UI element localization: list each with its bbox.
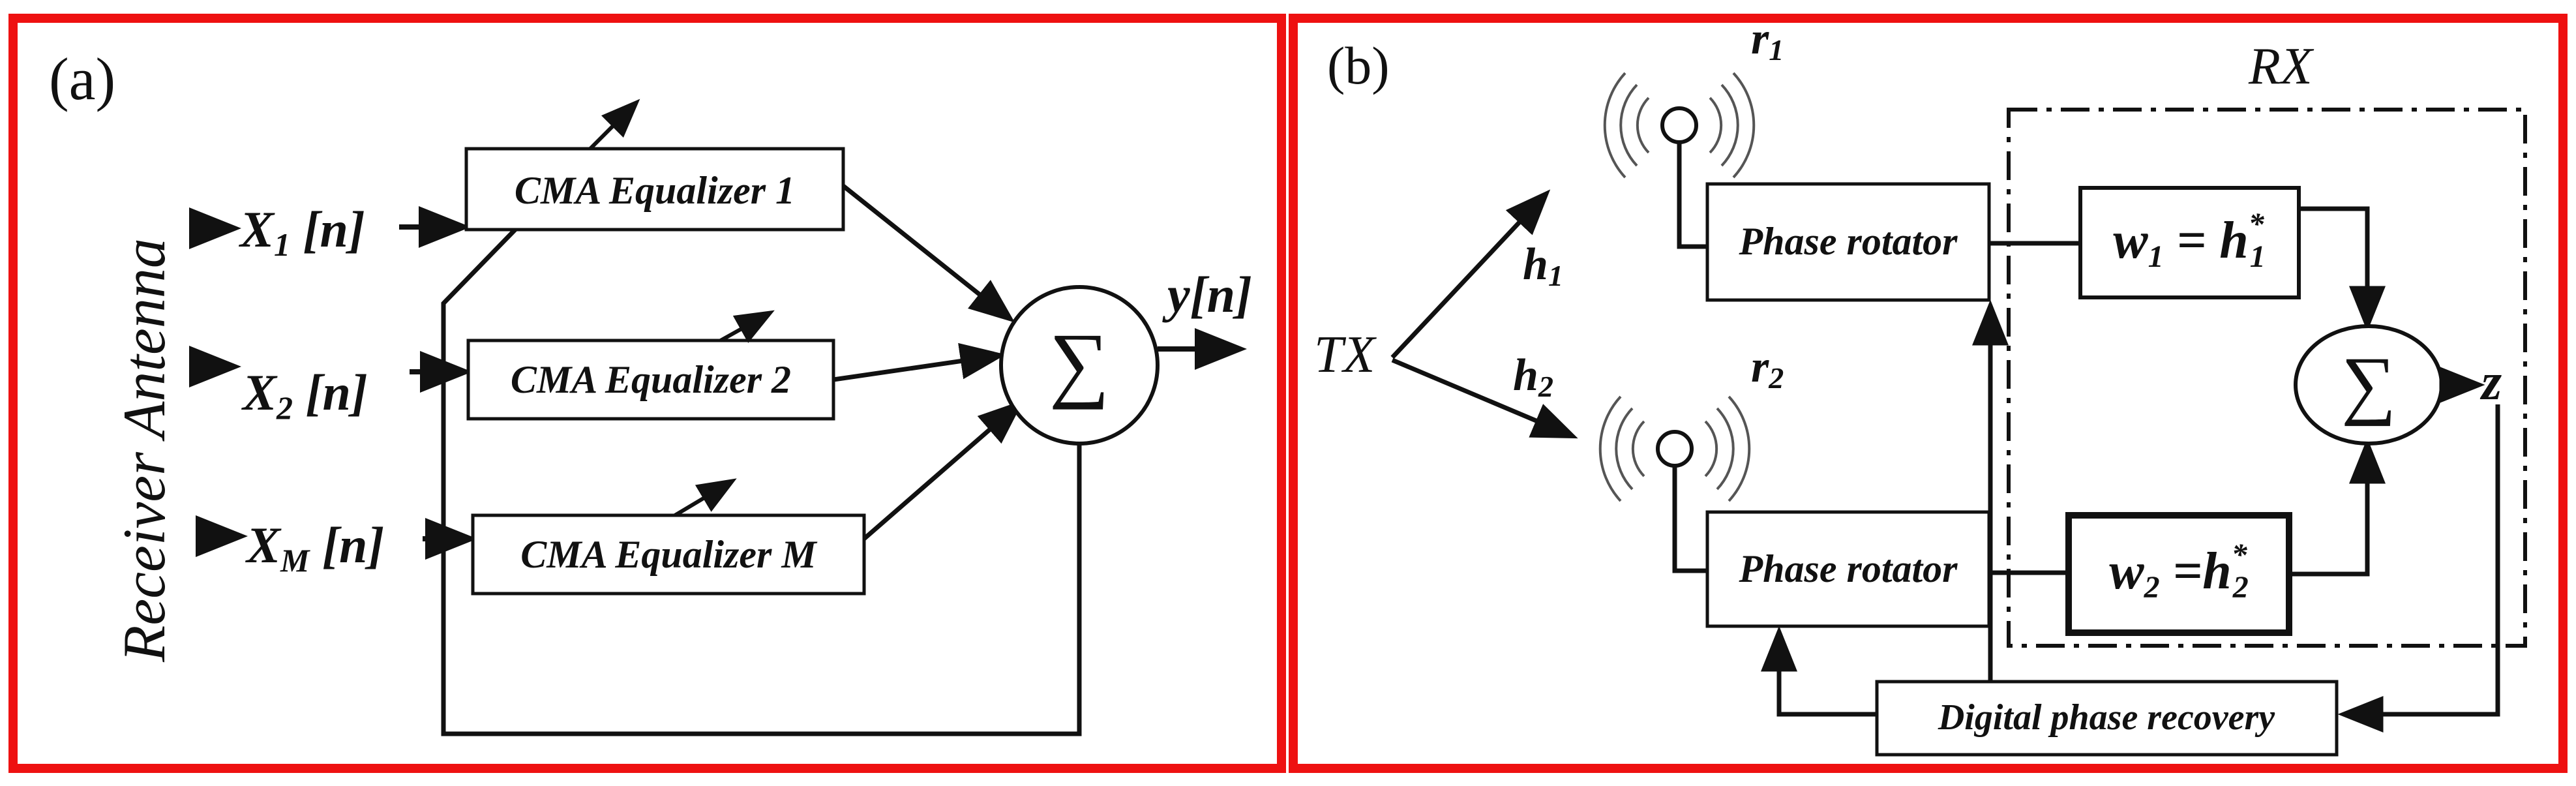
input-2-label: X2 [n] bbox=[241, 364, 368, 426]
eq-1-to-sum bbox=[841, 184, 1015, 323]
adapt-arrow-2 bbox=[719, 310, 775, 343]
phase-rotator-2 bbox=[1705, 510, 1991, 628]
rx-region bbox=[2007, 108, 2527, 648]
panel-a-frame bbox=[8, 14, 1286, 773]
eq-2-to-sum bbox=[833, 342, 1006, 382]
cma-equalizer-2-label: CMA Equalizer 2 bbox=[511, 358, 791, 401]
w2-to-sum bbox=[2289, 438, 2386, 577]
antenna-r2-label: r2 bbox=[1751, 342, 1784, 395]
phase-rotator-1-label: Phase rotator bbox=[1738, 220, 1958, 263]
channel-h2-arrow bbox=[1391, 357, 1578, 439]
output-label: y[n] bbox=[1162, 266, 1252, 323]
digital-phase-recovery-label: Digital phase recovery bbox=[1938, 697, 2275, 738]
panel-a-tag: (a) bbox=[49, 46, 115, 112]
channel-h1-label: h1 bbox=[1523, 239, 1563, 292]
z-to-recovery bbox=[2337, 404, 2500, 733]
summer-a-symbol: ∑ bbox=[1049, 316, 1110, 410]
output-z-label: z bbox=[2479, 354, 2502, 411]
antenna-r1-feed bbox=[1677, 142, 1707, 249]
antenna-r2-feed bbox=[1672, 466, 1707, 573]
input-m-label: XM [n] bbox=[245, 517, 384, 579]
cma-equalizer-1-label: CMA Equalizer 1 bbox=[515, 169, 795, 212]
feedback-loop bbox=[441, 228, 1082, 736]
rx-label: RX bbox=[2248, 38, 2314, 95]
adapt-arrow-m bbox=[674, 478, 737, 517]
cma-equalizer-m bbox=[471, 513, 866, 596]
recovery-to-rotator-2 bbox=[1761, 626, 1877, 717]
panel-b: (b) TX h1 h2 r1 r2 Phase rotator Phase r… bbox=[1289, 14, 2568, 773]
channel-h1-arrow bbox=[1390, 189, 1551, 359]
cma-equalizer-2 bbox=[466, 339, 835, 421]
adapt-arrow-1 bbox=[588, 98, 640, 151]
digital-phase-recovery bbox=[1875, 680, 2339, 757]
summer-b-symbol: ∑ bbox=[2341, 341, 2396, 427]
panel-b-frame bbox=[1289, 14, 2568, 773]
eq-m-to-sum bbox=[862, 400, 1024, 541]
antenna-r1-label: r1 bbox=[1751, 14, 1784, 67]
phase-rotator-2-label: Phase rotator bbox=[1738, 547, 1958, 590]
cma-equalizer-1 bbox=[464, 147, 845, 232]
tx-label: TX bbox=[1314, 326, 1377, 384]
w1-to-sum bbox=[2299, 206, 2386, 332]
channel-h2-label: h2 bbox=[1513, 350, 1553, 403]
cma-equalizer-m-label: CMA Equalizer M bbox=[520, 533, 818, 576]
weight-w2-label: w2 =h*2 bbox=[2109, 537, 2248, 605]
receiver-antenna-label: Receiver Antenna bbox=[111, 238, 177, 663]
weight-w1-box bbox=[2078, 186, 2301, 299]
panel-a: (a) Receiver Antenna X1 [n] X2 [n] XM [n… bbox=[8, 14, 1286, 773]
weight-w1-label: w1 = h*1 bbox=[2113, 207, 2265, 274]
panel-b-tag: (b) bbox=[1327, 36, 1390, 95]
input-1-label: X1 [n] bbox=[239, 201, 365, 263]
